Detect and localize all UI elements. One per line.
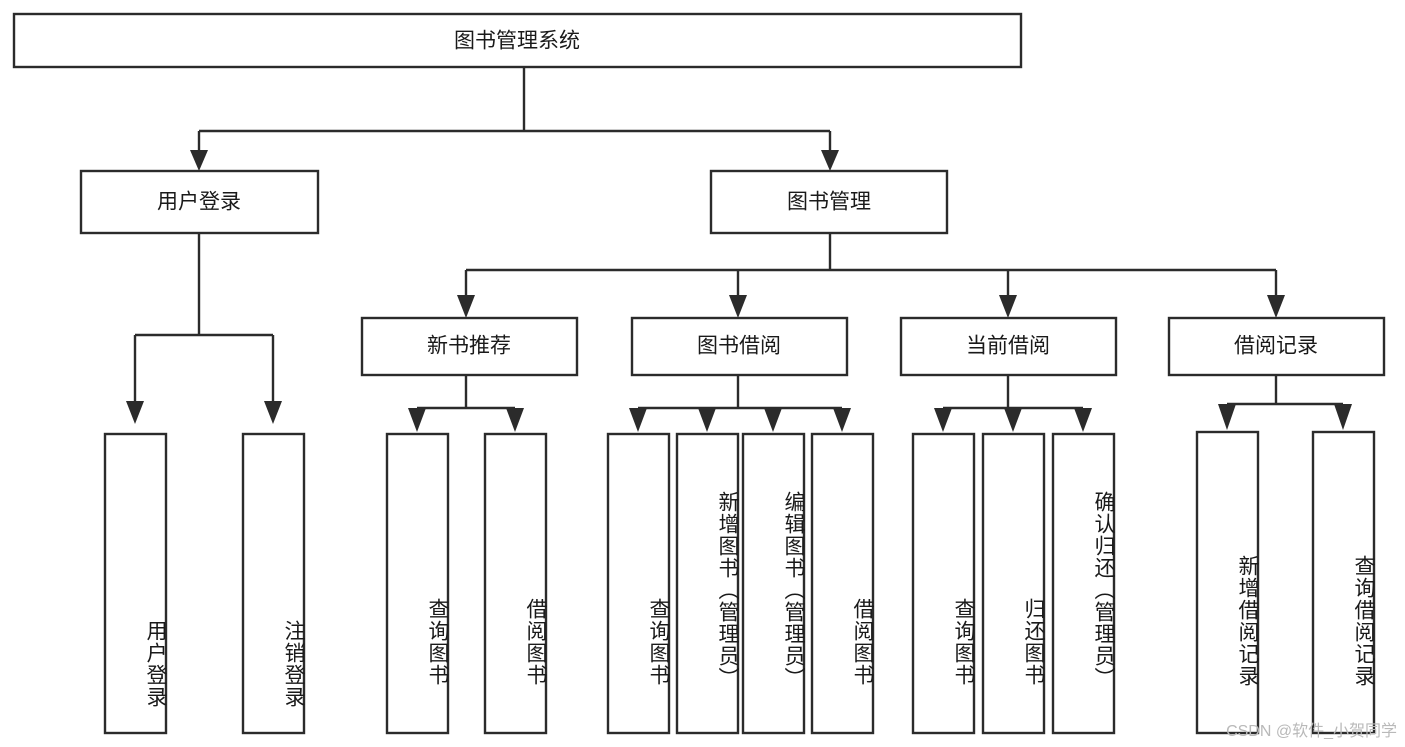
arrowhead-new-book-leaf2: [506, 408, 524, 432]
arrowhead-user-login-leaf2: [264, 401, 282, 424]
node-label-borrow-record: 借阅记录: [1234, 335, 1318, 358]
leaf-box-book-borrow-4[interactable]: [810, 432, 875, 735]
leaf-box-current-borrow-1[interactable]: [911, 432, 976, 735]
node-box-current-borrow[interactable]: [899, 316, 1118, 377]
leaf-box-book-borrow-1[interactable]: [606, 432, 671, 735]
arrowhead-book-manage: [821, 150, 839, 171]
leaf-box-user-login-1[interactable]: [103, 432, 168, 735]
node-label-book-manage: 图书管理: [787, 191, 871, 214]
arrowhead-new-book: [457, 295, 475, 318]
leaf-box-user-login-2[interactable]: [241, 432, 306, 735]
leaf-box-book-borrow-3[interactable]: [741, 432, 806, 735]
leaf-box-current-borrow-2[interactable]: [981, 432, 1046, 735]
arrowhead-book-borrow-leaf1: [629, 408, 647, 432]
leaf-box-new-book-2[interactable]: [483, 432, 548, 735]
arrowhead-borrow-record-leaf1: [1218, 404, 1236, 430]
leaf-box-current-borrow-3[interactable]: [1051, 432, 1116, 735]
arrowhead-book-borrow-leaf3: [764, 408, 782, 432]
node-box-book-borrow[interactable]: [630, 316, 849, 377]
arrowhead-borrow-record: [1267, 295, 1285, 318]
node-label-user-login: 用户登录: [157, 191, 241, 214]
arrowhead-current-borrow-leaf3: [1074, 408, 1092, 432]
node-box-new-book-recommend[interactable]: [360, 316, 579, 377]
leaf-box-borrow-record-1[interactable]: [1195, 430, 1260, 735]
arrowhead-book-borrow-leaf2: [698, 408, 716, 432]
arrowhead-user-login-leaf1: [126, 401, 144, 424]
arrowhead-current-borrow: [999, 295, 1017, 318]
arrowhead-current-borrow-leaf1: [934, 408, 952, 432]
node-label-new-book-recommend: 新书推荐: [427, 335, 511, 358]
watermark-text: CSDN @软件_小贺同学: [1226, 723, 1397, 740]
arrowhead-new-book-leaf1: [408, 408, 426, 432]
arrowhead-current-borrow-leaf2: [1004, 408, 1022, 432]
node-label-root: 图书管理系统: [454, 30, 580, 53]
leaf-box-borrow-record-2[interactable]: [1311, 430, 1376, 735]
arrowhead-book-borrow-leaf4: [833, 408, 851, 432]
arrowhead-borrow-record-leaf2: [1334, 404, 1352, 430]
connector-group: [126, 67, 1352, 432]
leaf-box-new-book-1[interactable]: [385, 432, 450, 735]
node-label-current-borrow: 当前借阅: [966, 335, 1050, 358]
node-box-borrow-record[interactable]: [1167, 316, 1386, 377]
arrowhead-book-borrow: [729, 295, 747, 318]
arrowhead-user-login: [190, 150, 208, 171]
leaf-box-book-borrow-2[interactable]: [675, 432, 740, 735]
node-group: [12, 12, 1386, 735]
node-label-book-borrow: 图书借阅: [697, 335, 781, 358]
node-box-book-manage[interactable]: [709, 169, 949, 235]
node-label-group: 图书管理系统 用户登录 图书管理 新书推荐 图书借阅 当前借阅 借阅记录: [157, 30, 1318, 358]
node-box-root[interactable]: [12, 12, 1023, 69]
node-box-user-login[interactable]: [79, 169, 320, 235]
